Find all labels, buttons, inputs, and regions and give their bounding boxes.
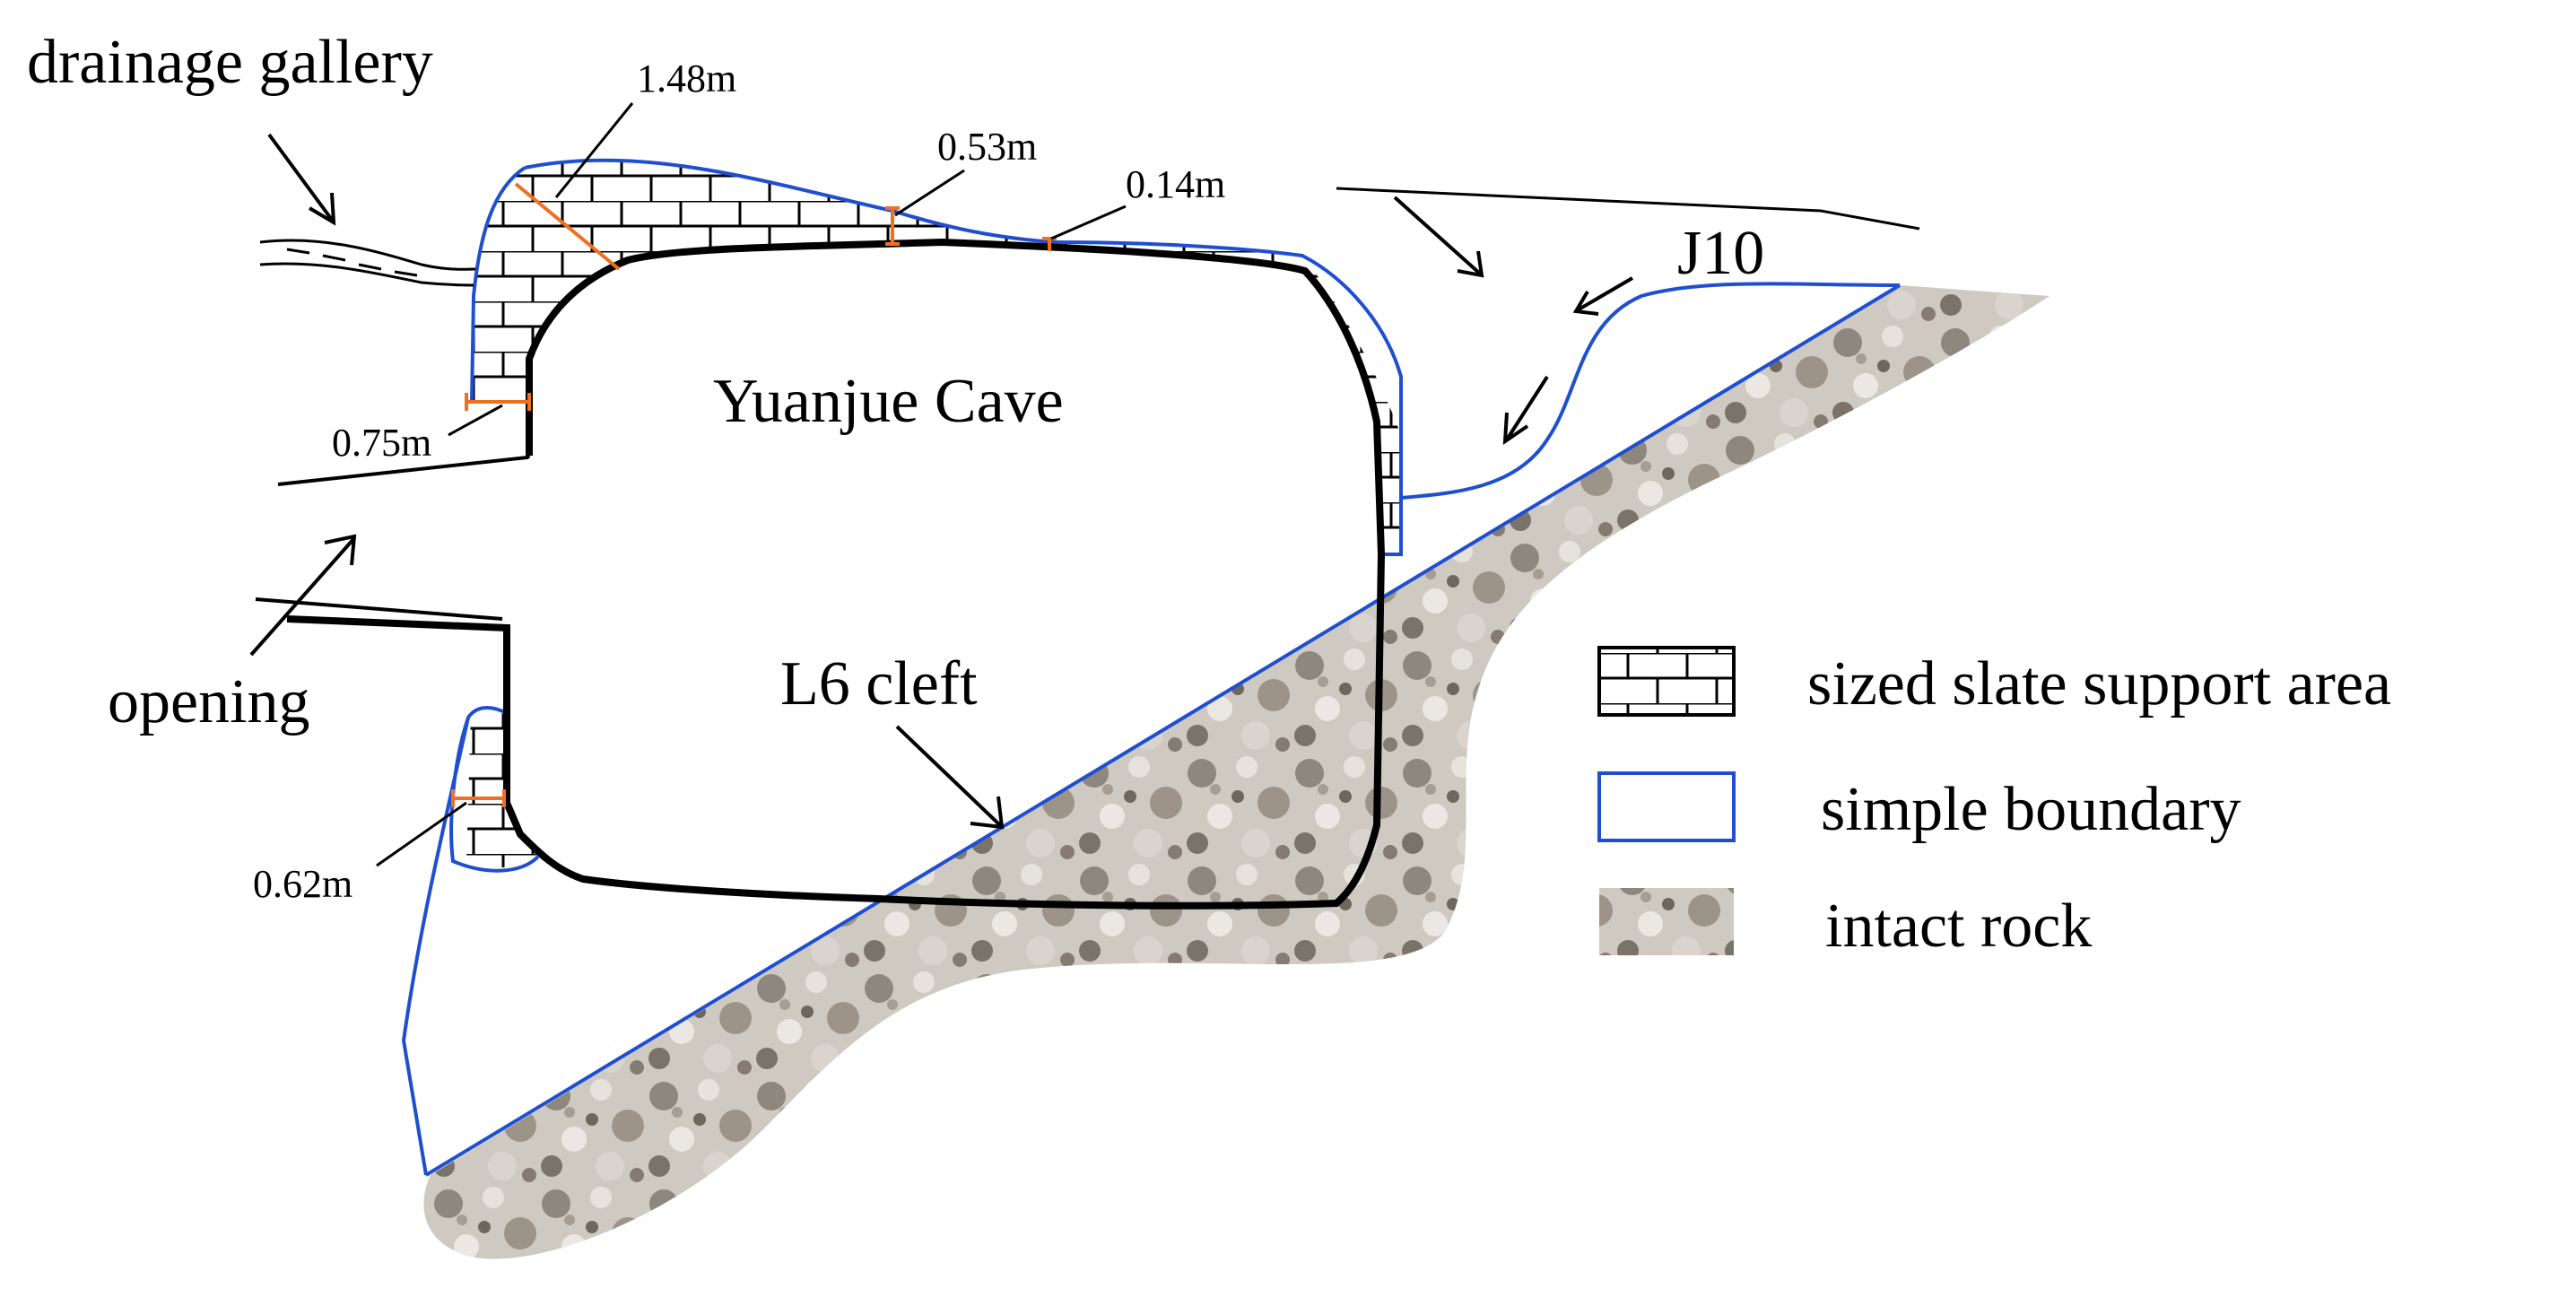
brick-pattern-icon xyxy=(1597,646,1736,717)
measurement-0-75m: 0.75m xyxy=(332,421,431,465)
blue-rectangle-icon xyxy=(1597,771,1736,842)
l6-cleft-arrow-icon xyxy=(895,725,1005,830)
measurement-1-48m: 1.48m xyxy=(637,57,736,100)
opening-upper-wall xyxy=(277,454,531,486)
opening-label: opening xyxy=(108,667,310,736)
thickness-markers xyxy=(451,182,1057,807)
drainage-gallery-walls xyxy=(259,239,476,287)
slate-support-top xyxy=(472,160,1401,555)
drainage-gallery-arrow-icon xyxy=(267,133,336,226)
intact-rock-area xyxy=(423,285,2050,1259)
rock-texture-icon xyxy=(1599,888,1734,955)
surface-line-right xyxy=(1336,187,1920,231)
flow-arrow-j10-icon xyxy=(1572,276,1634,316)
opening-arrow-icon xyxy=(249,534,357,657)
simple-boundary-bottom-left xyxy=(401,706,540,1176)
measurement-0-62m: 0.62m xyxy=(253,862,352,906)
l6-cleft-line xyxy=(424,283,1902,1177)
measurement-0-14m: 0.14m xyxy=(1126,162,1225,206)
legend-label-rock: intact rock xyxy=(1825,892,2092,961)
annotation-arrows xyxy=(249,133,1634,830)
flow-arrow-lower-icon xyxy=(1502,375,1549,445)
measurement-0-53m: 0.53m xyxy=(937,125,1037,169)
flow-arrow-upper-icon xyxy=(1393,196,1484,278)
cave-name-label: Yuanjue Cave xyxy=(713,367,1064,436)
legend-label-boundary: simple boundary xyxy=(1821,775,2241,844)
measurement-leaders xyxy=(376,102,1127,867)
legend-label-slate: sized slate support area xyxy=(1807,649,2391,718)
simple-boundary-j10 xyxy=(1400,282,1901,500)
simple-boundary-top-left xyxy=(470,166,527,403)
legend: sized slate support area simple boundary… xyxy=(1597,646,2391,961)
l6-cleft-label: L6 cleft xyxy=(780,649,978,718)
cave-outline-right-thin xyxy=(1303,269,1379,422)
j10-label: J10 xyxy=(1677,219,1764,288)
simple-boundary-top xyxy=(524,158,1403,556)
slate-support-bottom xyxy=(466,710,538,867)
drainage-gallery-flow-dashes xyxy=(286,248,418,277)
drainage-gallery-label: drainage gallery xyxy=(27,28,433,97)
